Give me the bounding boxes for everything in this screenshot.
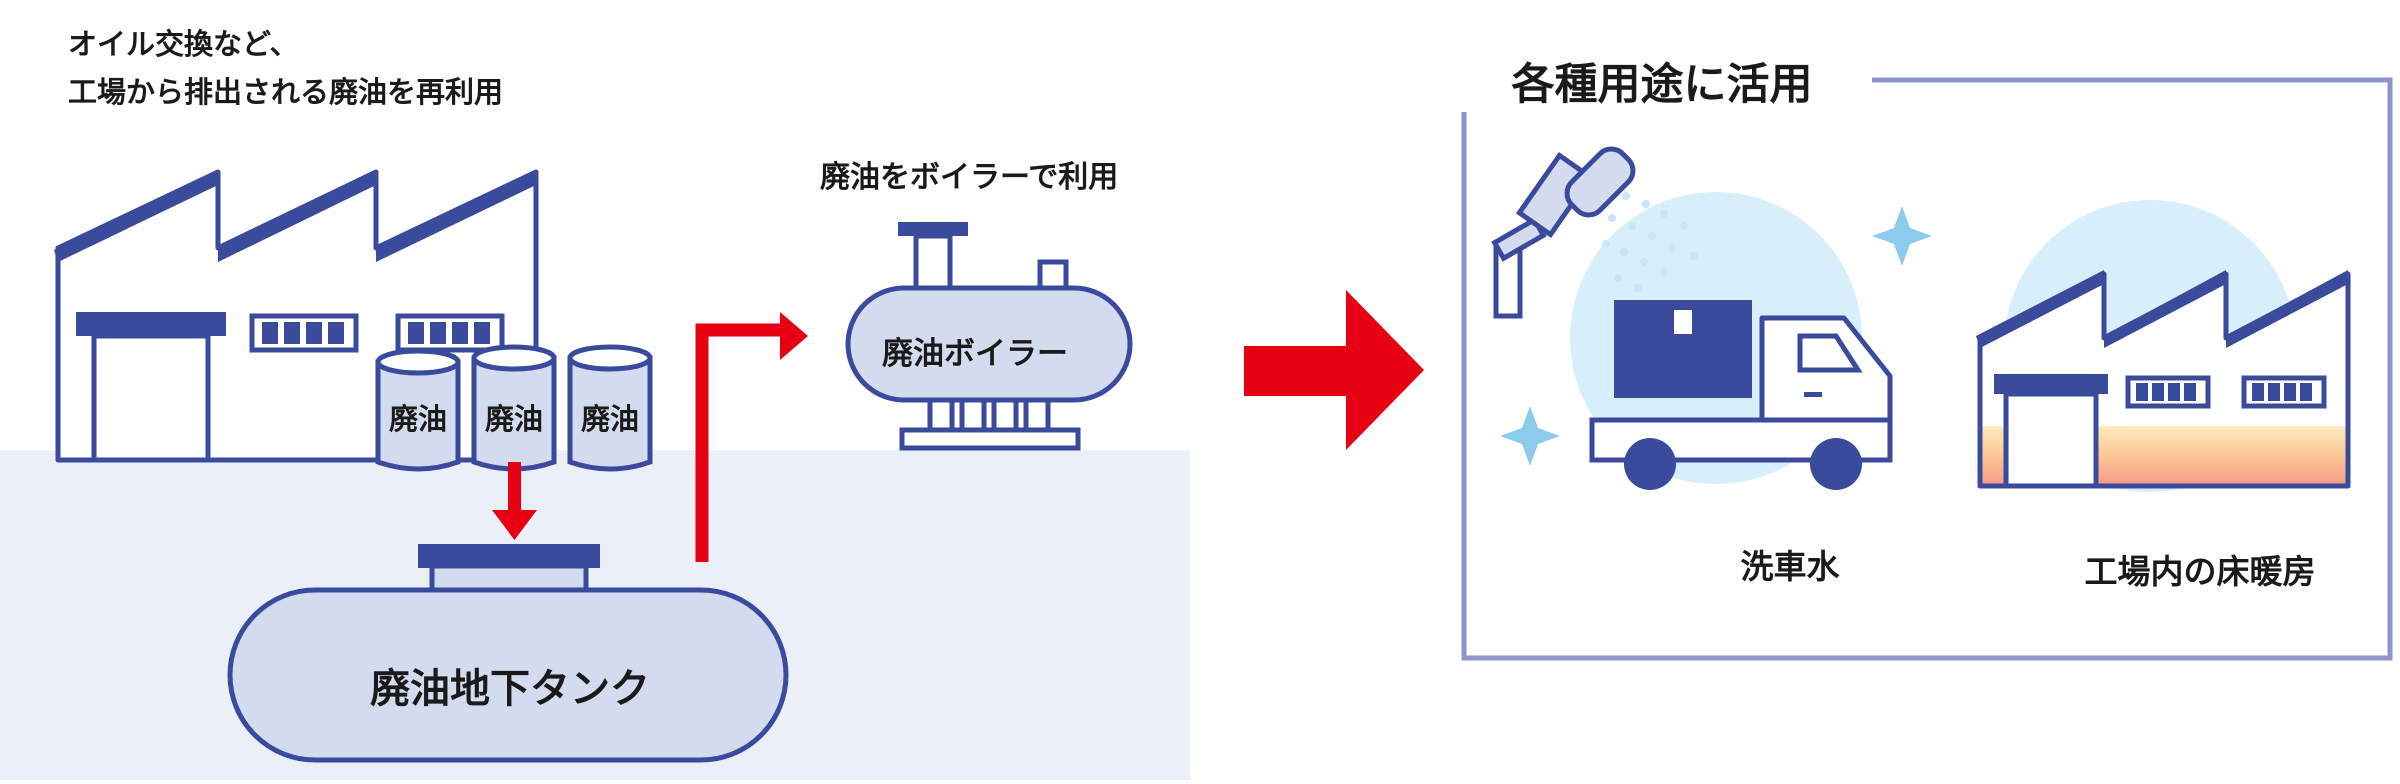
boiler-caption: 廃油をボイラーで利用 [820,160,1119,195]
big-red-arrow [1244,290,1424,450]
boiler-label: 廃油ボイラー [882,336,1068,372]
arrow-tank-to-boiler [695,312,808,562]
sparkle-icon [1872,206,1932,266]
car-wash-illustration [1491,146,1932,490]
intro-line-1: オイル交換など、 [68,27,299,61]
oil-drum-1 [375,348,461,472]
oil-boiler-icon [845,222,1133,451]
arrow-drum-to-tank [492,462,537,540]
usage-panel-border [1461,77,2393,661]
panel-title: 各種用途に活用 [1452,50,1872,112]
oil-drum-3 [567,344,653,472]
drum-label-3: 廃油 [580,402,639,436]
underground-tank-icon [227,544,789,763]
tank-label: 廃油地下タンク [370,666,650,712]
intro-line-2: 工場から排出される廃油を再利用 [68,75,504,109]
floor-heating-caption: 工場内の床暖房 [2084,552,2316,591]
truck-icon [1589,300,1893,490]
shower-head-icon [1491,146,1636,321]
factory-icon [54,169,539,463]
drum-label-1: 廃油 [388,402,447,436]
sparkle-icon [1500,406,1560,466]
drum-label-2: 廃油 [484,402,543,436]
water-spray-dots [1602,192,1698,292]
intro-text: オイル交換など、 工場から排出される廃油を再利用 [68,20,503,116]
car-wash-caption: 洗車水 [1740,547,1840,586]
floor-heating-illustration [1976,200,2351,492]
